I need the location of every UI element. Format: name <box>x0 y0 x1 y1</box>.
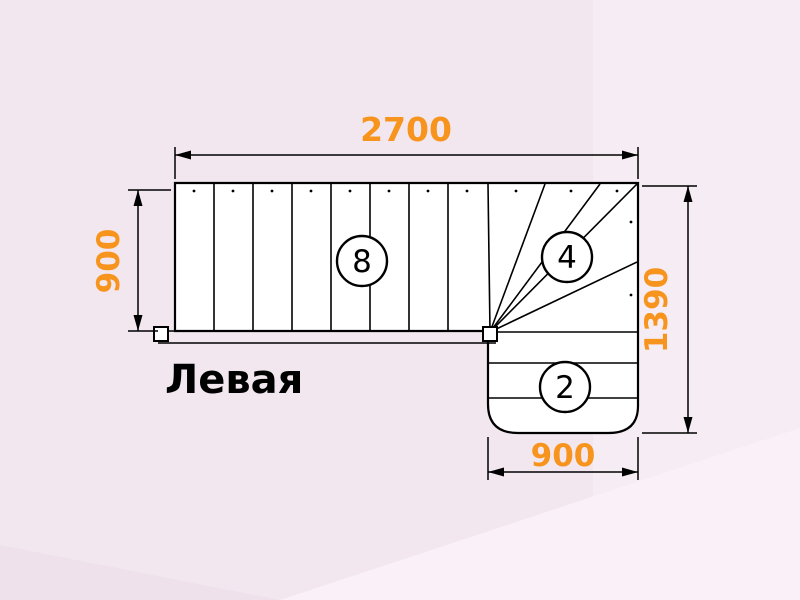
dimension-left: 900 <box>91 189 171 332</box>
tread-dot <box>192 189 196 193</box>
step-count-badges: 8 4 2 <box>335 230 594 414</box>
tread-dot <box>514 189 518 193</box>
winder-line <box>489 261 638 333</box>
plan-title: Левая <box>165 357 303 403</box>
dimension-left-value: 900 <box>91 229 127 294</box>
dimension-bottom-value: 900 <box>531 438 596 474</box>
dim-arrow-icon <box>622 150 638 160</box>
dim-arrow-icon <box>683 186 693 202</box>
tread-dot <box>270 189 274 193</box>
dim-arrow-icon <box>175 150 191 160</box>
tread-dot <box>231 189 235 193</box>
bottom-steps-count: 2 <box>555 370 575 406</box>
tread-dot <box>387 189 391 193</box>
dim-arrow-icon <box>133 315 143 331</box>
straight-flight-count: 8 <box>352 244 372 280</box>
winder-steps <box>487 183 638 333</box>
dim-arrow-icon <box>683 417 693 433</box>
tread-dot <box>465 189 469 193</box>
tread-dot <box>426 189 430 193</box>
background-triangle-left <box>0 545 280 600</box>
dim-arrow-icon <box>133 190 143 206</box>
dimension-right-value: 1390 <box>639 267 675 353</box>
newel-post <box>482 326 498 342</box>
tread-dot <box>615 189 619 193</box>
background-triangle-right <box>280 428 800 600</box>
dimension-top-value: 2700 <box>360 110 452 149</box>
winder-line <box>487 183 491 333</box>
winder-line <box>489 183 546 333</box>
dim-arrow-icon <box>622 467 638 477</box>
badge-circle <box>540 230 594 284</box>
tread-dot <box>569 189 573 193</box>
tread-dot <box>629 293 633 297</box>
newel-post <box>153 326 169 342</box>
dimension-right: 1390 <box>639 185 697 434</box>
dimension-bottom: 900 <box>487 437 639 480</box>
tread-marks <box>192 189 633 297</box>
badge-circle <box>335 234 389 288</box>
badge-circle <box>538 360 592 414</box>
tread-dot <box>348 189 352 193</box>
dimension-top: 2700 <box>174 110 639 179</box>
dim-arrow-icon <box>488 467 504 477</box>
tread-dot <box>629 220 633 224</box>
winder-steps-count: 4 <box>557 240 577 276</box>
tread-dot <box>309 189 313 193</box>
